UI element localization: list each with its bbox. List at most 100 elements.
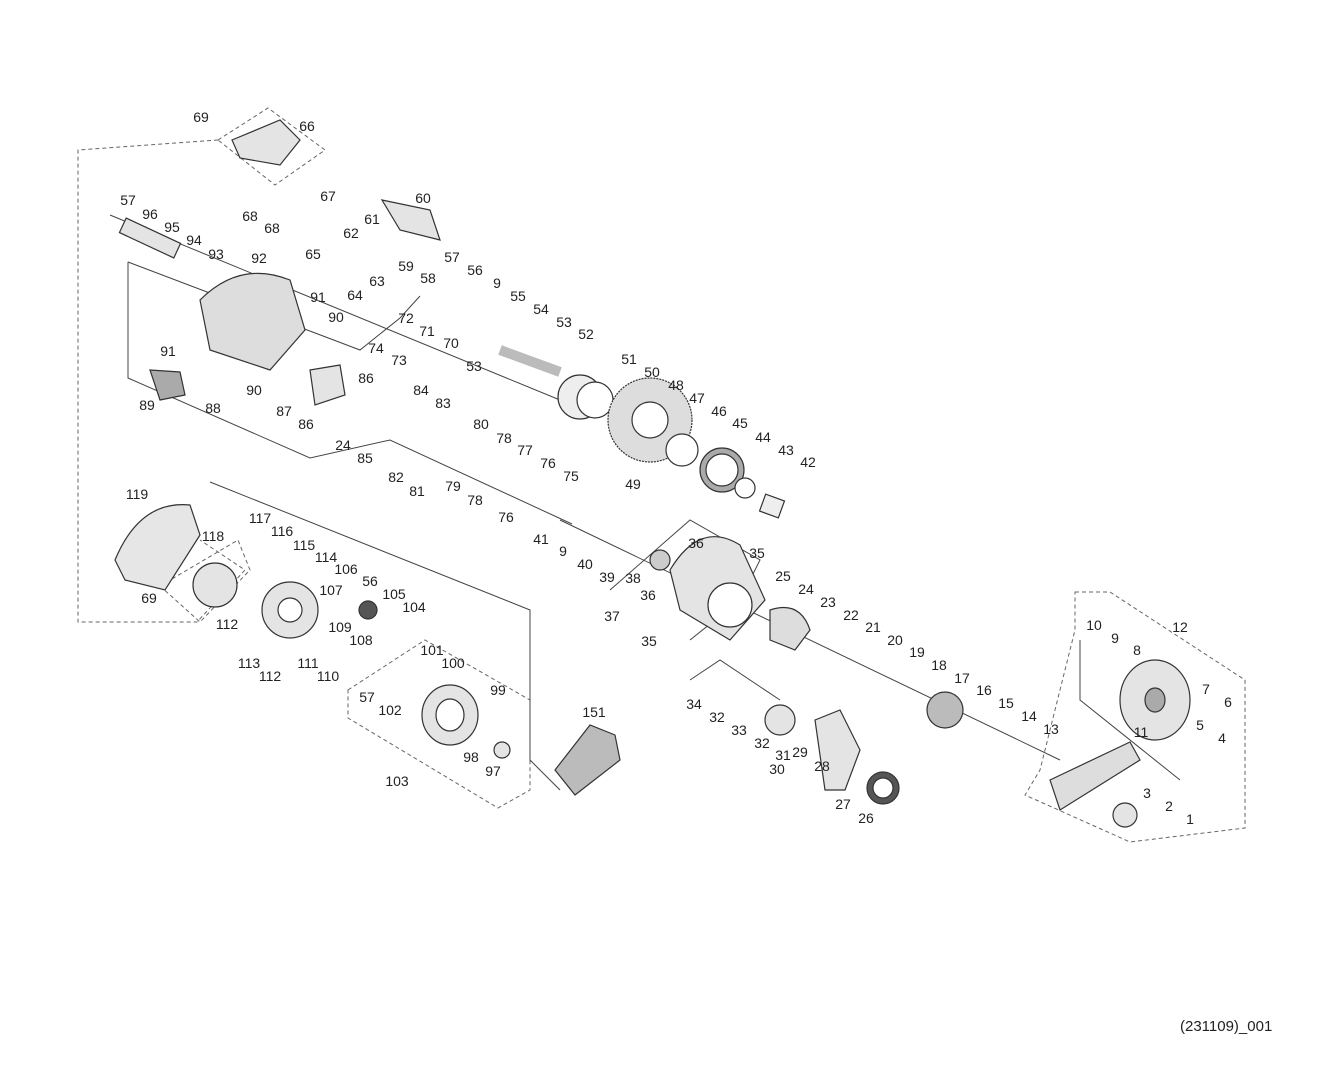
part-label-11[interactable]: 11 [1133, 724, 1149, 740]
part-label-99[interactable]: 99 [490, 682, 506, 698]
part-label-10[interactable]: 10 [1086, 617, 1102, 633]
part-label-78[interactable]: 78 [496, 430, 512, 446]
part-label-112[interactable]: 112 [215, 616, 239, 632]
part-label-59[interactable]: 59 [398, 258, 414, 274]
part-label-5[interactable]: 5 [1196, 717, 1204, 733]
part-label-56[interactable]: 56 [362, 573, 378, 589]
part-label-35[interactable]: 35 [641, 633, 657, 649]
part-label-108[interactable]: 108 [349, 632, 373, 648]
part-label-76[interactable]: 76 [498, 509, 514, 525]
part-label-113[interactable]: 113 [237, 655, 261, 671]
part-label-60[interactable]: 60 [415, 190, 431, 206]
part-label-70[interactable]: 70 [443, 335, 459, 351]
part-label-8[interactable]: 8 [1133, 642, 1141, 658]
part-label-31[interactable]: 31 [775, 747, 791, 763]
part-label-28[interactable]: 28 [814, 758, 830, 774]
part-label-115[interactable]: 115 [292, 537, 316, 553]
part-label-46[interactable]: 46 [711, 403, 727, 419]
part-label-62[interactable]: 62 [343, 225, 359, 241]
part-label-24[interactable]: 24 [335, 437, 351, 453]
part-label-88[interactable]: 88 [205, 400, 221, 416]
part-label-53[interactable]: 53 [466, 358, 482, 374]
part-label-93[interactable]: 93 [208, 246, 224, 262]
part-label-83[interactable]: 83 [435, 395, 451, 411]
part-label-151[interactable]: 151 [582, 704, 606, 720]
part-label-20[interactable]: 20 [887, 632, 903, 648]
part-label-84[interactable]: 84 [413, 382, 429, 398]
part-label-87[interactable]: 87 [276, 403, 292, 419]
part-label-72[interactable]: 72 [398, 310, 414, 326]
part-label-19[interactable]: 19 [909, 644, 925, 660]
part-label-32[interactable]: 32 [709, 709, 725, 725]
part-label-50[interactable]: 50 [644, 364, 660, 380]
part-label-2[interactable]: 2 [1165, 798, 1173, 814]
part-label-7[interactable]: 7 [1202, 681, 1210, 697]
part-label-76[interactable]: 76 [540, 455, 556, 471]
part-label-75[interactable]: 75 [563, 468, 579, 484]
part-label-52[interactable]: 52 [578, 326, 594, 342]
part-label-38[interactable]: 38 [625, 570, 641, 586]
part-label-110[interactable]: 110 [316, 668, 340, 684]
part-label-63[interactable]: 63 [369, 273, 385, 289]
part-label-86[interactable]: 86 [298, 416, 314, 432]
part-label-42[interactable]: 42 [800, 454, 816, 470]
part-label-37[interactable]: 37 [604, 608, 620, 624]
part-label-29[interactable]: 29 [792, 744, 808, 760]
part-label-64[interactable]: 64 [347, 287, 363, 303]
part-label-68[interactable]: 68 [242, 208, 258, 224]
part-label-61[interactable]: 61 [364, 211, 380, 227]
part-label-90[interactable]: 90 [328, 309, 344, 325]
part-label-51[interactable]: 51 [621, 351, 637, 367]
part-label-73[interactable]: 73 [391, 352, 407, 368]
part-label-27[interactable]: 27 [835, 796, 851, 812]
part-label-78[interactable]: 78 [467, 492, 483, 508]
part-label-17[interactable]: 17 [954, 670, 970, 686]
part-label-79[interactable]: 79 [445, 478, 461, 494]
part-label-43[interactable]: 43 [778, 442, 794, 458]
part-label-32[interactable]: 32 [754, 735, 770, 751]
part-label-86[interactable]: 86 [358, 370, 374, 386]
part-label-101[interactable]: 101 [420, 642, 444, 658]
part-label-94[interactable]: 94 [186, 232, 202, 248]
part-label-109[interactable]: 109 [328, 619, 352, 635]
part-label-23[interactable]: 23 [820, 594, 836, 610]
part-label-53[interactable]: 53 [556, 314, 572, 330]
part-label-92[interactable]: 92 [251, 250, 267, 266]
part-label-69[interactable]: 69 [193, 109, 209, 125]
part-label-13[interactable]: 13 [1043, 721, 1059, 737]
part-label-33[interactable]: 33 [731, 722, 747, 738]
part-label-71[interactable]: 71 [419, 323, 435, 339]
part-label-91[interactable]: 91 [310, 289, 326, 305]
part-label-4[interactable]: 4 [1218, 730, 1226, 746]
part-label-68[interactable]: 68 [264, 220, 280, 236]
part-label-47[interactable]: 47 [689, 390, 705, 406]
part-label-6[interactable]: 6 [1224, 694, 1232, 710]
part-label-34[interactable]: 34 [686, 696, 702, 712]
part-label-104[interactable]: 104 [402, 599, 426, 615]
part-label-9[interactable]: 9 [493, 275, 501, 291]
part-label-54[interactable]: 54 [533, 301, 549, 317]
part-label-35[interactable]: 35 [749, 545, 765, 561]
part-label-57[interactable]: 57 [120, 192, 136, 208]
part-label-89[interactable]: 89 [139, 397, 155, 413]
part-label-41[interactable]: 41 [533, 531, 549, 547]
part-label-9[interactable]: 9 [559, 543, 567, 559]
part-label-15[interactable]: 15 [998, 695, 1014, 711]
part-label-1[interactable]: 1 [1186, 811, 1194, 827]
part-label-118[interactable]: 118 [201, 528, 225, 544]
part-label-30[interactable]: 30 [769, 761, 785, 777]
part-label-44[interactable]: 44 [755, 429, 771, 445]
part-label-69[interactable]: 69 [141, 590, 157, 606]
part-label-40[interactable]: 40 [577, 556, 593, 572]
part-label-85[interactable]: 85 [357, 450, 373, 466]
part-label-48[interactable]: 48 [668, 377, 684, 393]
part-label-117[interactable]: 117 [248, 510, 272, 526]
part-label-21[interactable]: 21 [865, 619, 881, 635]
part-label-57[interactable]: 57 [444, 249, 460, 265]
part-label-58[interactable]: 58 [420, 270, 436, 286]
part-label-106[interactable]: 106 [334, 561, 358, 577]
part-label-91[interactable]: 91 [160, 343, 176, 359]
part-label-100[interactable]: 100 [441, 655, 465, 671]
part-label-74[interactable]: 74 [368, 340, 384, 356]
part-label-56[interactable]: 56 [467, 262, 483, 278]
